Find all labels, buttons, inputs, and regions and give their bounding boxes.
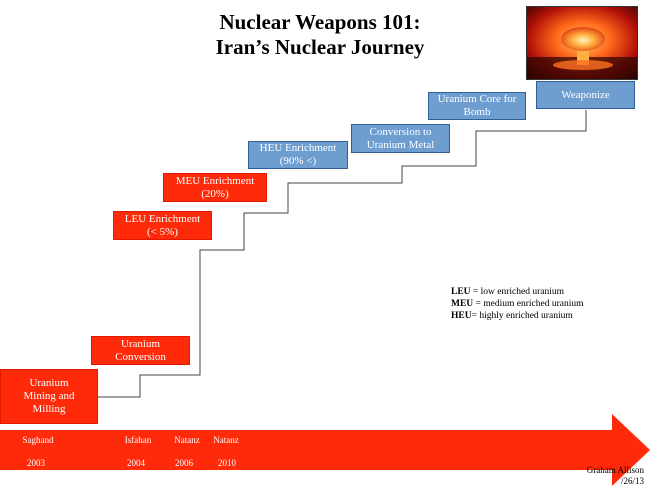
mushroom-cloud-icon: [527, 7, 637, 79]
timeline-arrow: [0, 414, 650, 486]
legend-row: HEU= highly enriched uranium: [451, 311, 573, 321]
slide-title: Nuclear Weapons 101: Iran’s Nuclear Jour…: [190, 10, 450, 60]
timeline-year: 2006: [175, 458, 193, 468]
stage-conversion-metal: Conversion to Uranium Metal: [351, 124, 450, 153]
timeline-site: Isfahan: [124, 435, 152, 445]
title-line-1: Nuclear Weapons 101:: [219, 10, 421, 34]
title-line-2: Iran’s Nuclear Journey: [215, 35, 425, 59]
timeline-site: Natanz: [213, 435, 239, 445]
timeline-year: 2010: [218, 458, 236, 468]
timeline-year: 2004: [127, 458, 145, 468]
stage-leu-enrichment: LEU Enrichment (< 5%): [113, 211, 212, 240]
timeline-site: Natanz: [174, 435, 200, 445]
stage-weaponize: Weaponize: [536, 81, 635, 109]
mushroom-cloud-image: [526, 6, 638, 80]
stage-meu-enrichment: MEU Enrichment (20%): [163, 173, 267, 202]
legend-row: MEU = medium enriched uranium: [451, 299, 584, 309]
stage-uranium-core: Uranium Core for Bomb: [428, 92, 526, 120]
stage-heu-enrichment: HEU Enrichment (90% <): [248, 141, 348, 169]
staircase-connector: [62, 110, 587, 398]
legend-row: LEU = low enriched uranium: [451, 287, 565, 297]
abbreviation-legend: LEU = low enriched uranium MEU = medium …: [451, 286, 584, 322]
stage-mining-milling: Uranium Mining and Milling: [0, 369, 98, 424]
stage-uranium-conversion: Uranium Conversion: [91, 336, 190, 365]
timeline-year: 2003: [27, 458, 45, 468]
author-credit: Graham Allison /26/13: [586, 465, 644, 486]
timeline-site: Saghand: [22, 435, 54, 445]
